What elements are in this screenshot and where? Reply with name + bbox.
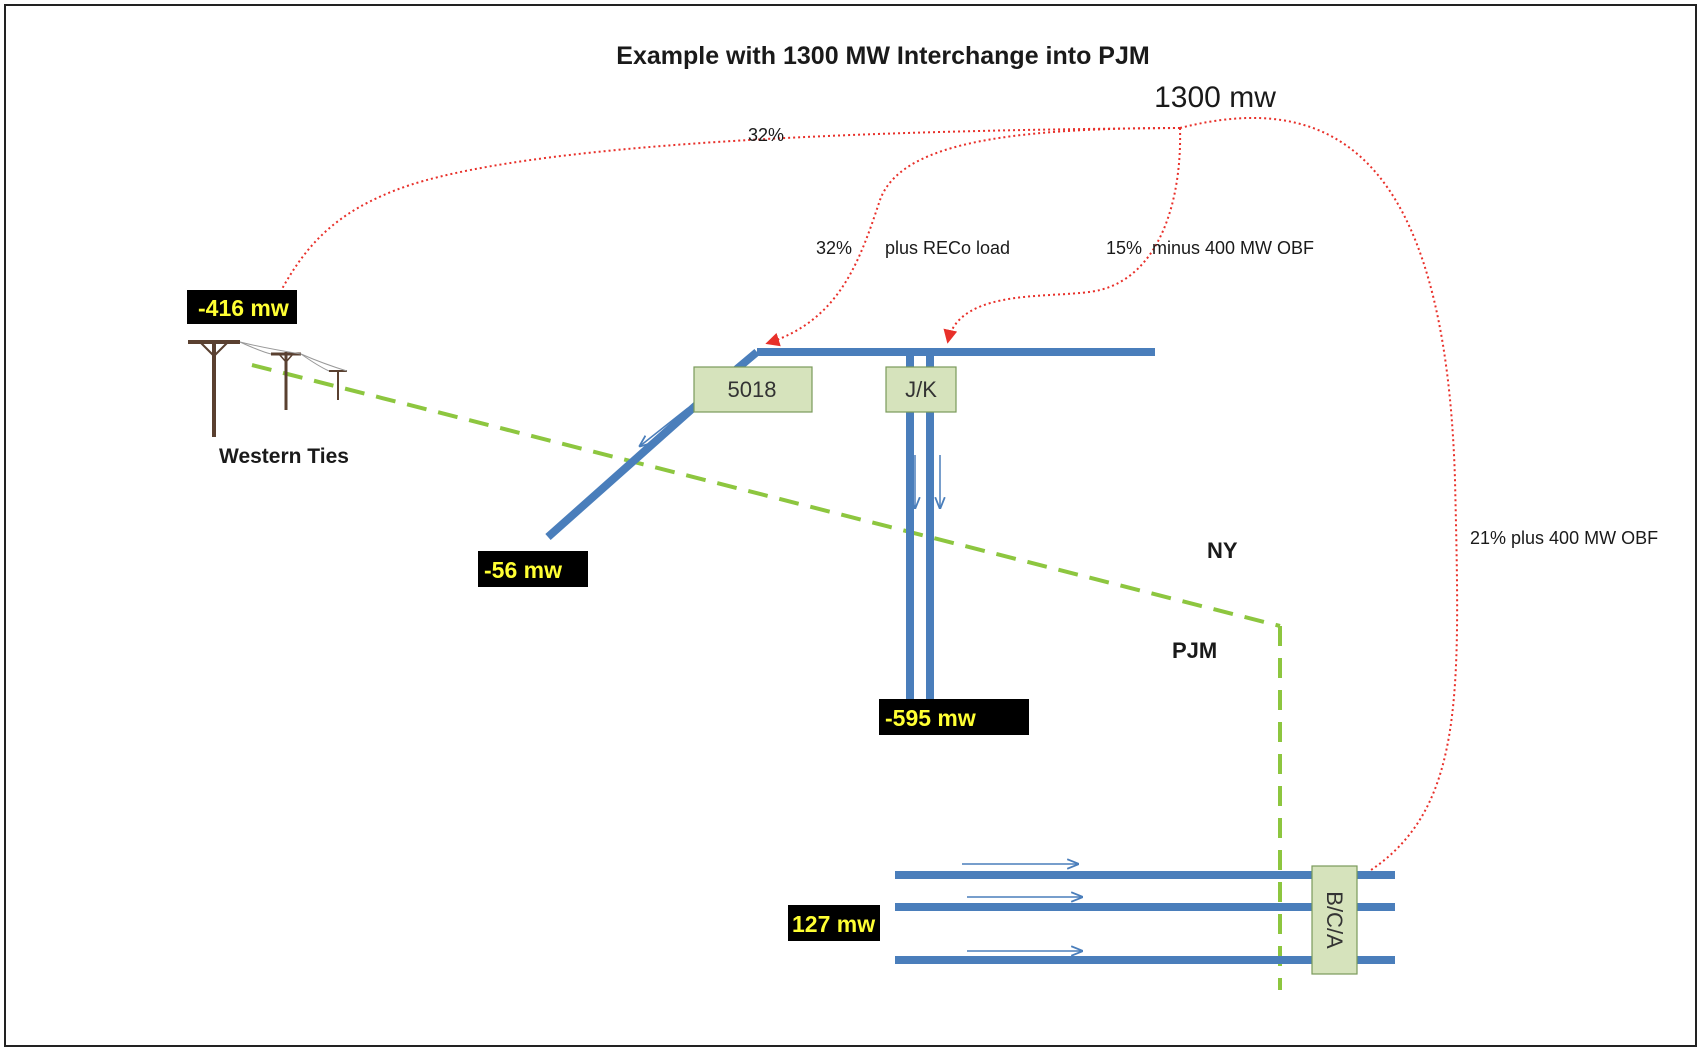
- diagram-title: Example with 1300 MW Interchange into PJ…: [616, 42, 1149, 70]
- region-ny-label: NY: [1207, 538, 1238, 563]
- western-ties-label: Western Ties: [219, 445, 349, 468]
- value-5018-text: -56 mw: [484, 557, 562, 583]
- node-jk-label: J/K: [905, 377, 937, 402]
- value-western: -416 mw: [187, 290, 297, 324]
- utility-pole-icon: [188, 340, 348, 437]
- node-5018-label: 5018: [728, 377, 777, 402]
- value-jk: -595 mw: [879, 699, 1029, 735]
- flow-arrow-jk: [943, 127, 1182, 344]
- flow-arrow-5018: [765, 127, 1181, 347]
- flow-label-bca: 21% plus 400 MW OBF: [1470, 528, 1658, 548]
- flow-arrow-bca: [1179, 116, 1459, 878]
- flow-label-jk-note: minus 400 MW OBF: [1152, 238, 1314, 258]
- flow-arrow-western: [266, 127, 1181, 319]
- node-5018: 5018: [693, 366, 813, 413]
- direction-arrows: [640, 407, 1082, 951]
- ny-pjm-boundary: [251, 363, 1282, 990]
- flow-label-jk-pct: 15%: [1106, 238, 1142, 258]
- node-jk: J/K: [885, 366, 957, 413]
- diagram-frame: [4, 4, 1697, 1047]
- value-bca-text: 127 mw: [792, 911, 875, 937]
- value-western-text: -416 mw: [198, 295, 289, 321]
- value-jk-text: -595 mw: [885, 705, 976, 731]
- interchange-source-label: 1300 mw: [1154, 81, 1276, 114]
- value-bca: 127 mw: [788, 905, 880, 941]
- node-bca-label: B/C/A: [1322, 891, 1347, 949]
- flow-label-5018-note: plus RECo load: [885, 238, 1010, 258]
- value-5018: -56 mw: [478, 551, 588, 587]
- flow-label-western: 32%: [748, 125, 784, 145]
- arrow-5018-direction: [640, 407, 689, 446]
- flow-label-5018-pct: 32%: [816, 238, 852, 258]
- region-pjm-label: PJM: [1172, 638, 1217, 663]
- node-bca: B/C/A: [1311, 865, 1358, 975]
- flow-arrows: [266, 116, 1459, 878]
